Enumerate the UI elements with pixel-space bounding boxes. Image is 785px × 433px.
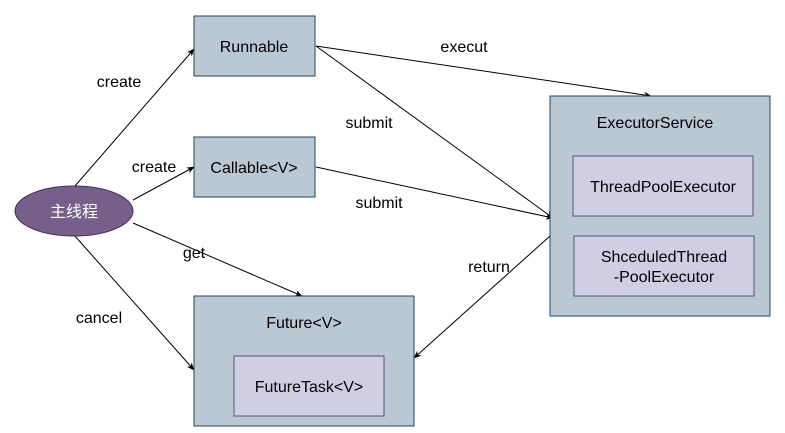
edge-submit-runnable	[315, 45, 554, 219]
edge-create-runnable	[74, 48, 195, 187]
scheduled-executor-label-line2: -PoolExecutor	[614, 269, 715, 286]
label-create-runnable: create	[97, 74, 142, 91]
label-cancel: cancel	[76, 310, 122, 327]
runnable-label: Runnable	[220, 39, 289, 56]
node-future-task	[233, 355, 385, 417]
node-executor-service: ExecutorService ThreadPoolExecutor Shced…	[549, 95, 771, 317]
label-create-callable: create	[132, 159, 177, 176]
node-callable: Callable<V>	[193, 136, 316, 198]
callable-label: Callable<V>	[210, 160, 297, 177]
edge-cancel	[73, 234, 195, 371]
edge-create-callable	[132, 166, 195, 201]
executor-service-label: ExecutorService	[597, 115, 714, 132]
edge-get	[132, 222, 303, 297]
node-main-thread: 主线程	[14, 185, 134, 237]
node-runnable: Runnable	[193, 15, 316, 77]
scheduled-executor-label-line1: ShceduledThread	[601, 249, 727, 266]
thread-pool-executor-label: ThreadPoolExecutor	[590, 179, 737, 196]
label-submit-callable: submit	[355, 195, 403, 212]
label-return: return	[468, 259, 510, 276]
node-future: Future<V> FutureTask<V>	[193, 295, 415, 427]
label-submit-runnable: submit	[345, 115, 393, 132]
future-label: Future<V>	[266, 315, 342, 332]
label-execut: execut	[440, 39, 488, 56]
edge-execut	[315, 45, 652, 99]
label-get: get	[183, 245, 206, 262]
edge-return	[413, 235, 551, 359]
main-thread-label: 主线程	[50, 202, 98, 221]
edge-submit-callable	[315, 166, 554, 220]
future-task-label: FutureTask<V>	[255, 379, 364, 396]
node-scheduled-thread-pool-executor	[573, 235, 755, 297]
node-thread-pool-executor	[572, 155, 754, 217]
